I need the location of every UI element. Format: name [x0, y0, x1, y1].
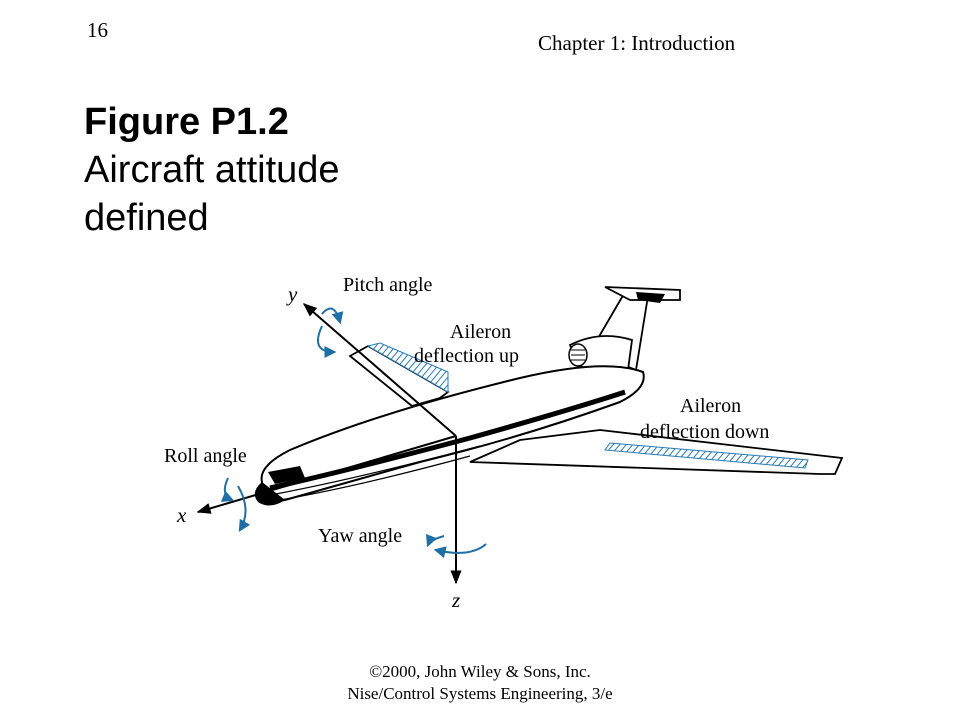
yaw-arrow-left: [426, 533, 445, 548]
cockpit-window: [268, 466, 305, 484]
aileron-down-label-2: deflection down: [640, 421, 769, 443]
body-axes: [196, 303, 462, 585]
figure-heading: Figure P1.2 Aircraft attitude defined: [84, 98, 404, 242]
aileron-up-label-2: deflection up: [414, 345, 519, 367]
right-wing: [469, 429, 844, 475]
book-line: Nise/Control Systems Engineering, 3/e: [347, 684, 613, 703]
pitch-arrow-bottom: [317, 325, 337, 358]
y-axis: [302, 303, 457, 437]
engine-nacelle: [568, 335, 633, 372]
x-axis: [196, 435, 457, 514]
footer: ©2000, John Wiley & Sons, Inc. Nise/Cont…: [0, 661, 960, 705]
figure-label: Figure P1.2: [84, 101, 289, 143]
figure-caption: Aircraft attitude defined: [84, 149, 340, 239]
copyright-line: ©2000, John Wiley & Sons, Inc.: [369, 662, 591, 681]
chapter-title: Chapter 1: Introduction: [538, 31, 736, 55]
pitch-arrow-top: [321, 307, 344, 325]
yaw-angle-label: Yaw angle: [318, 525, 402, 547]
roll-arrow-bottom: [237, 485, 251, 533]
yaw-arrow-right: [433, 543, 487, 559]
z-axis-label: z: [451, 588, 460, 612]
aileron-up-label-1: Aileron: [450, 321, 511, 343]
aileron-down-surface: [604, 442, 809, 469]
roll-angle-label: Roll angle: [164, 445, 247, 467]
rotation-arrows: [220, 307, 487, 559]
aileron-down-label-1: Aileron: [680, 395, 741, 417]
page-number: 16: [87, 18, 108, 42]
y-axis-label: y: [286, 282, 298, 306]
aileron-up-surface: [366, 342, 449, 393]
x-axis-label: x: [176, 503, 187, 527]
roll-arrow-top: [220, 477, 235, 502]
pitch-angle-label: Pitch angle: [343, 274, 433, 296]
left-wing: [348, 342, 450, 407]
